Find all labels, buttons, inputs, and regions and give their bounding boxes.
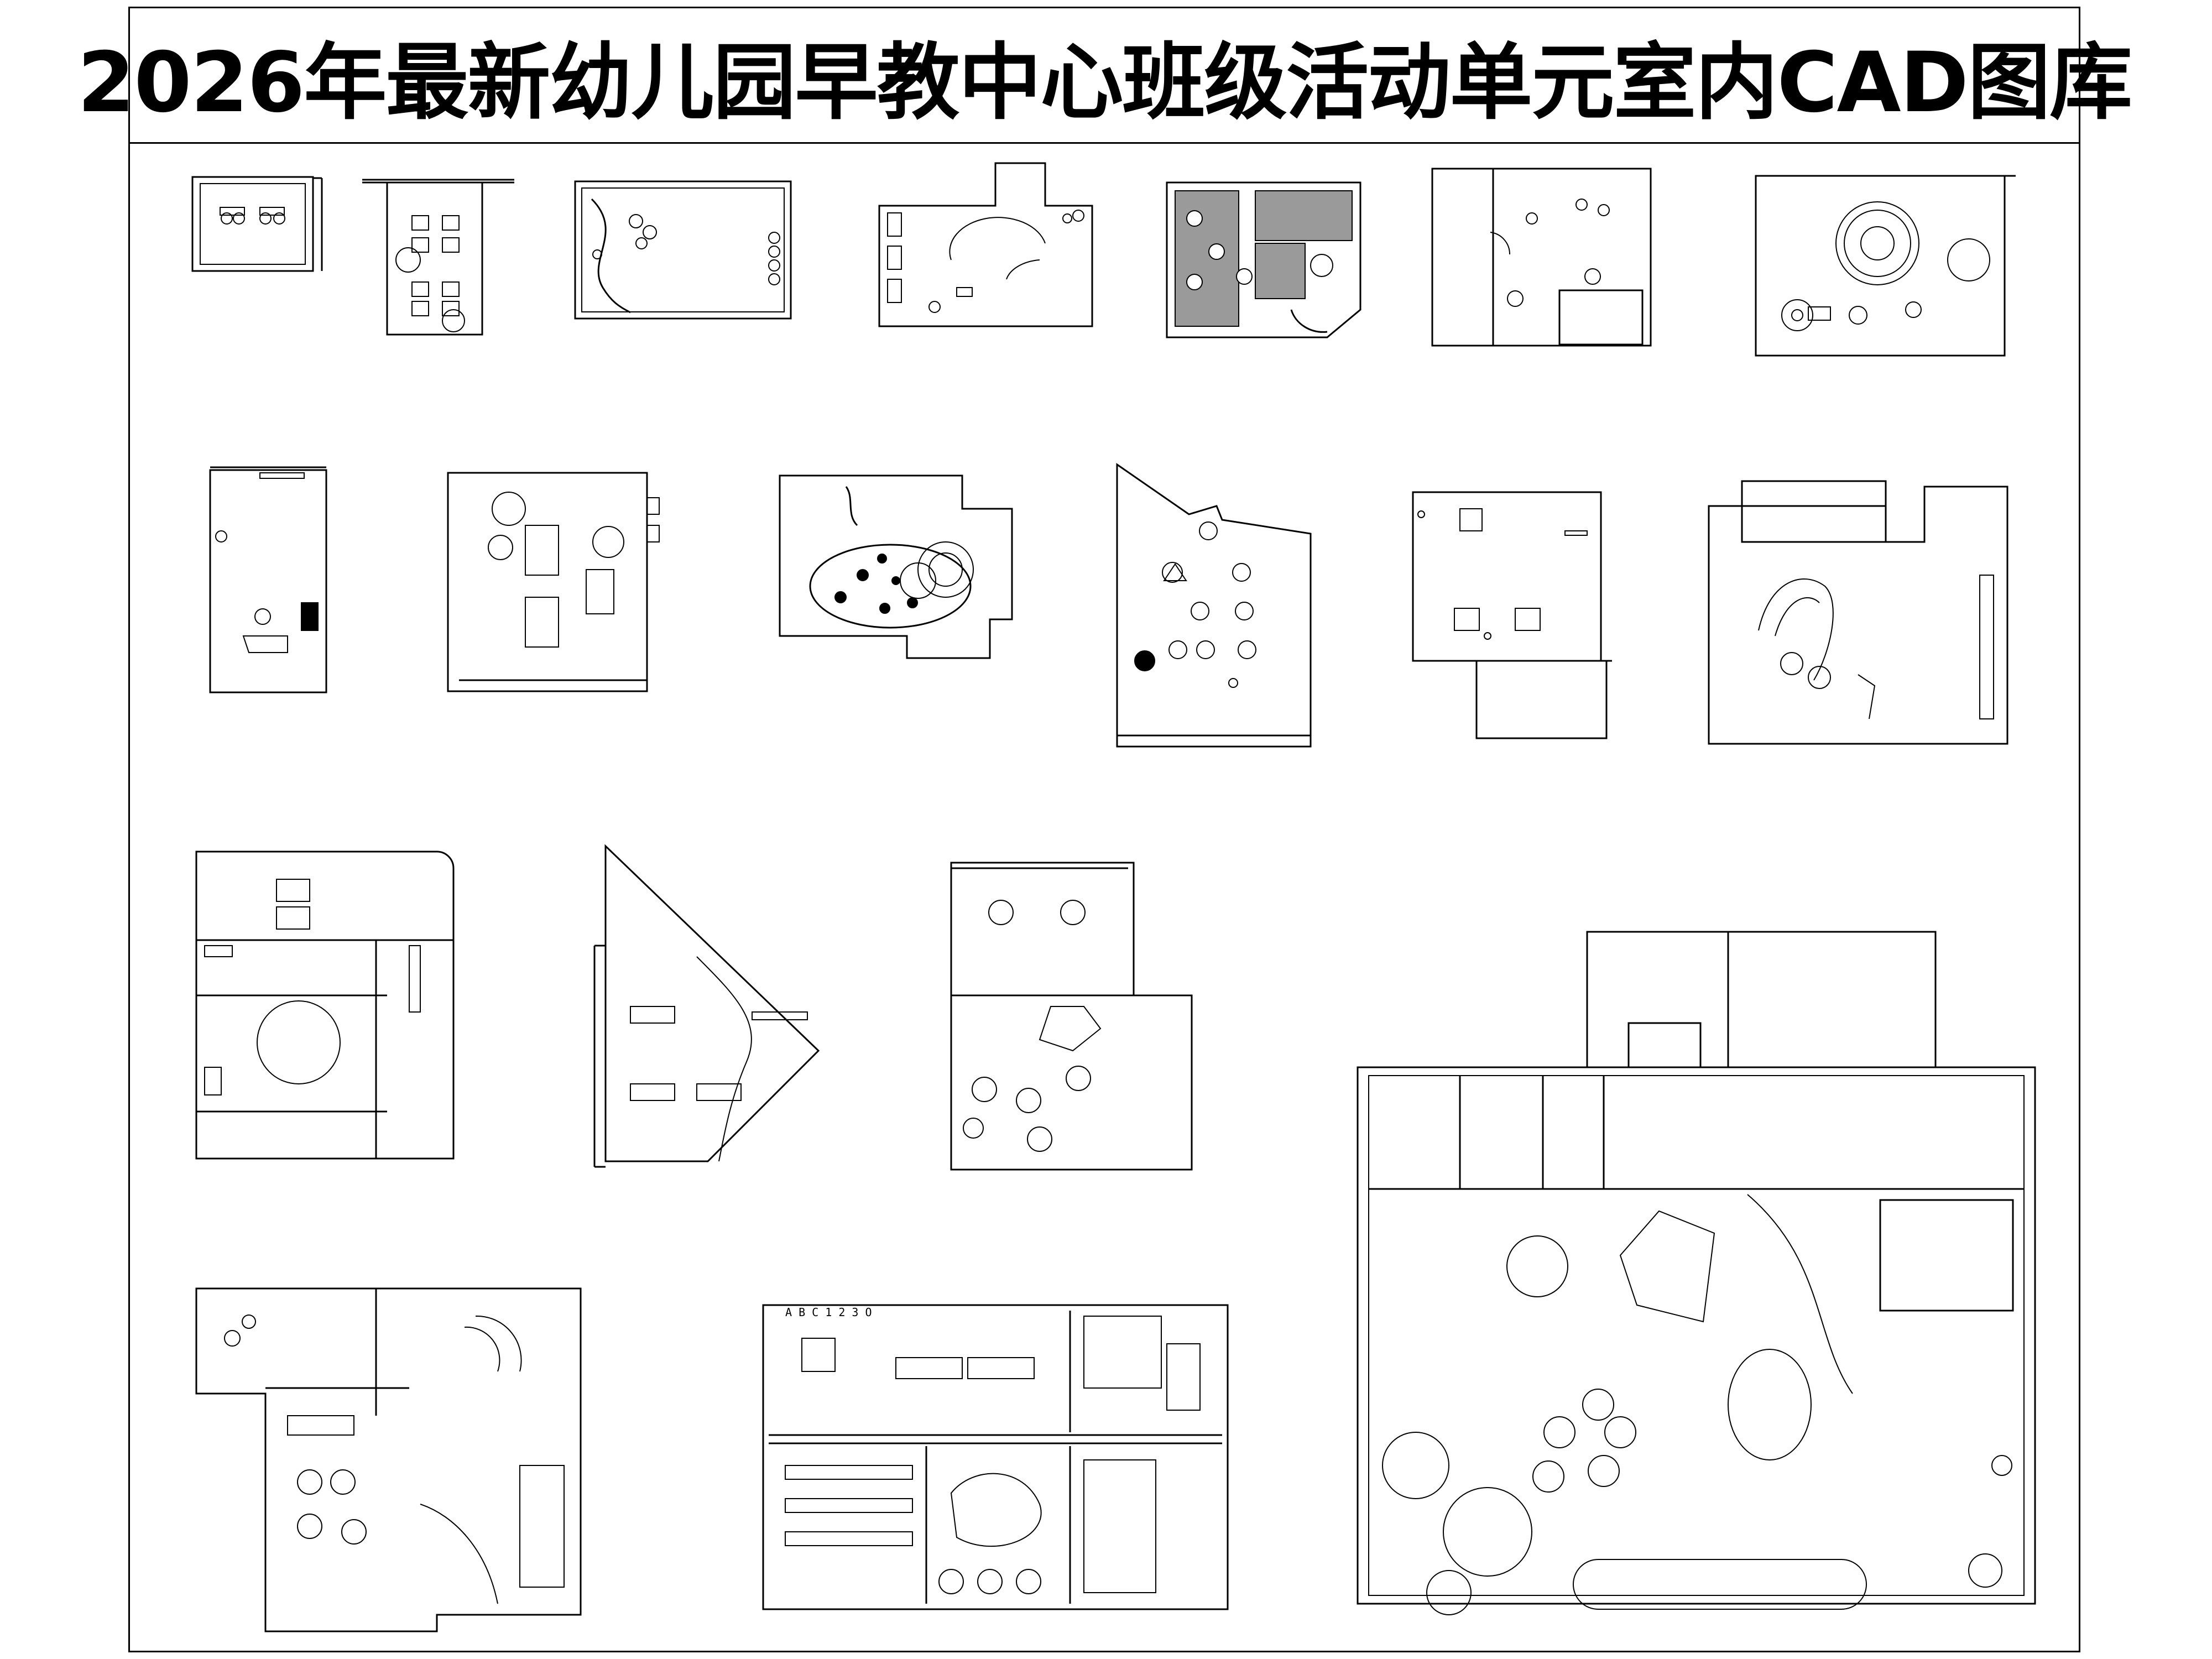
floor-plan-9 xyxy=(447,472,660,692)
floor-plan-12 xyxy=(1412,491,1612,739)
floor-plan-17 xyxy=(1357,931,2036,1615)
floor-plan-16 xyxy=(950,862,1193,1171)
floor-plan-4 xyxy=(878,162,1093,327)
floor-plan-1 xyxy=(191,176,323,272)
floor-plan-3 xyxy=(574,180,792,320)
floor-plan-15 xyxy=(593,844,820,1168)
floor-plan-6 xyxy=(1431,168,1652,347)
floor-plan-13 xyxy=(1708,480,2008,745)
title-bar: 2026年最新幼儿园早教中心班级活动单元室内CAD图库 xyxy=(77,8,2132,144)
floor-plan-14 xyxy=(195,851,455,1160)
floor-plan-11 xyxy=(1116,463,1312,748)
alphabet-strip: A B C 1 2 3 O xyxy=(785,1306,872,1319)
floor-plan-19: A B C 1 2 3 O xyxy=(762,1304,1229,1610)
drawing-frame: 2026年最新幼儿园早教中心班级活动单元室内CAD图库 xyxy=(77,7,2132,1652)
floor-plan-18 xyxy=(195,1287,582,1632)
floor-plan-7 xyxy=(1755,175,2016,357)
floor-plan-8 xyxy=(209,466,327,693)
floor-plan-10 xyxy=(779,474,1013,659)
floor-plan-5 xyxy=(1166,181,1361,338)
floor-plan-2 xyxy=(362,179,514,336)
page-title: 2026年最新幼儿园早教中心班级活动单元室内CAD图库 xyxy=(77,34,2132,131)
